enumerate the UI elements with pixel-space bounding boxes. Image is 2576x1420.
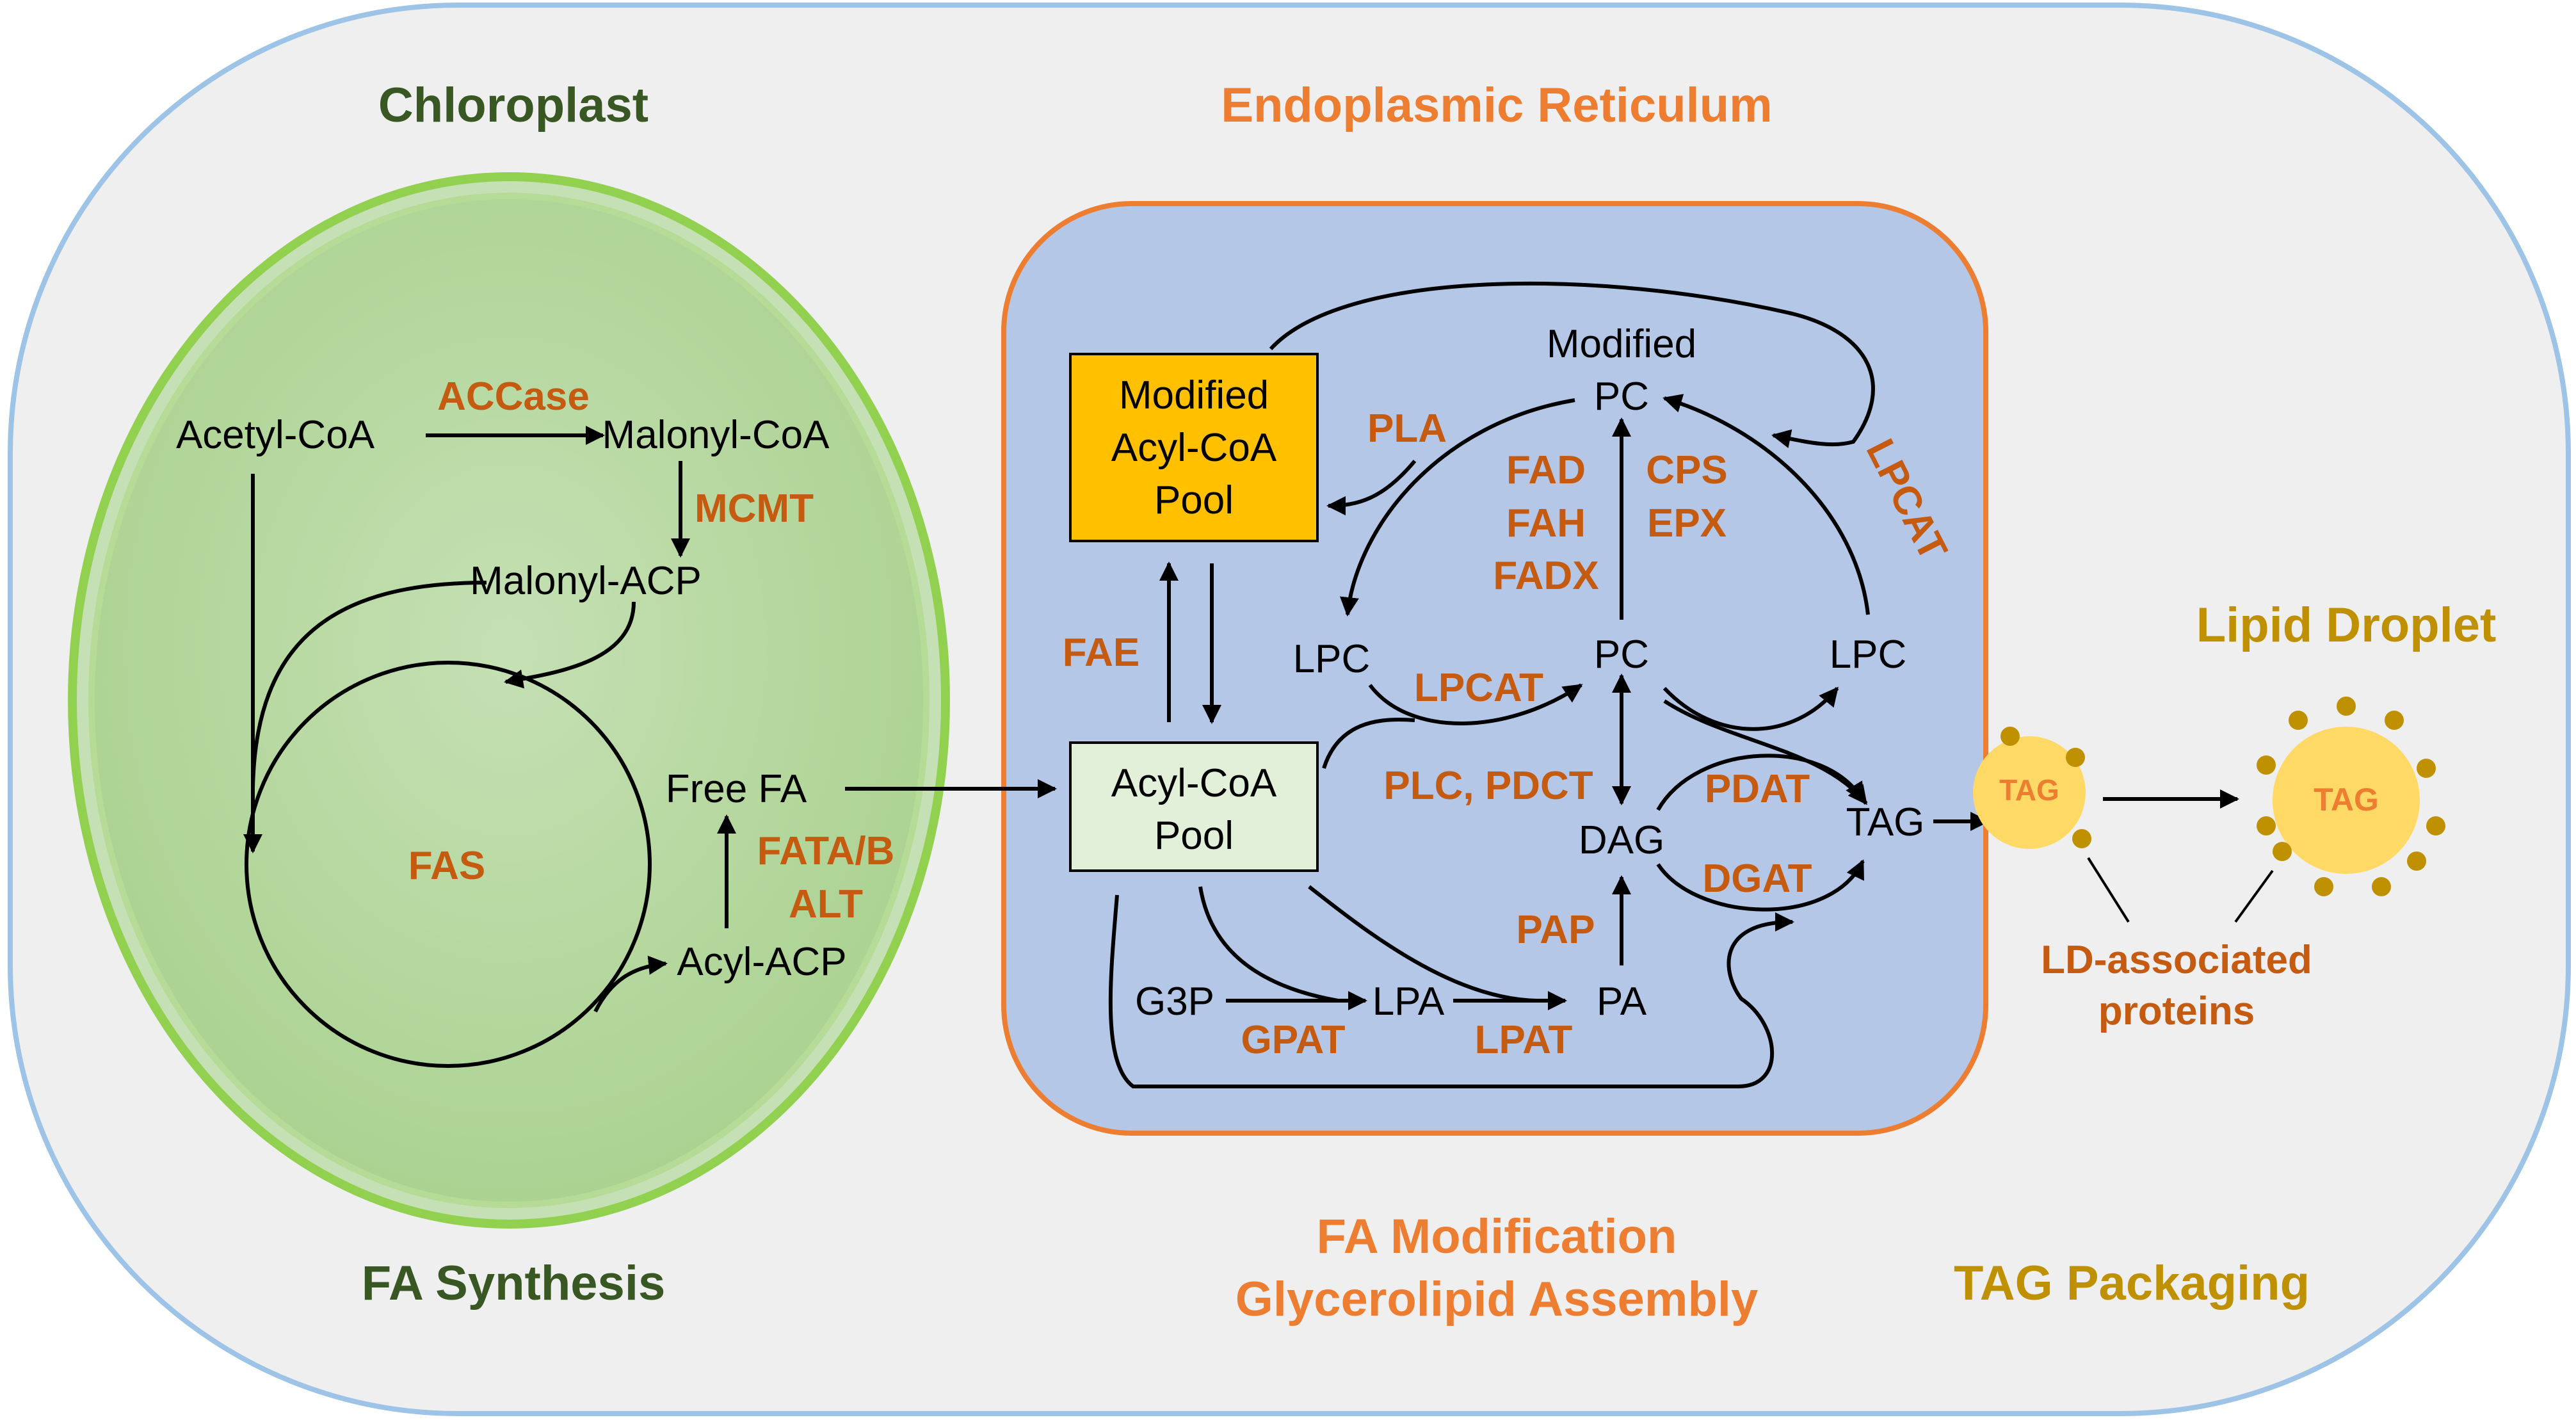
arrow-lpc-left-to-pc — [1368, 683, 1583, 725]
pc-label: PC — [1594, 633, 1649, 677]
pla-label: PLA — [1367, 407, 1447, 451]
lipid-droplet-small — [1973, 727, 2091, 849]
lipid-droplet-large — [2257, 697, 2445, 896]
lipid-droplet-title: Lipid Droplet — [2196, 598, 2497, 652]
ld-protein-dot — [2337, 697, 2356, 716]
pointer-small-droplet — [2087, 857, 2130, 923]
fata-b-label: FATA/B — [757, 829, 895, 873]
arrow-modpc-to-lpc-left — [1339, 398, 1575, 617]
tag-small-label: TAG — [1999, 773, 2059, 807]
pdat-label: PDAT — [1705, 767, 1810, 811]
ld-proteins-line2: proteins — [2098, 989, 2255, 1033]
modified-acyl-coa-pool-box — [1069, 353, 1319, 542]
arrow-acylpool-to-gpat — [1198, 886, 1339, 1003]
fadx-label: FADX — [1493, 554, 1598, 598]
chloroplast-title: Chloroplast — [378, 78, 648, 133]
modified-pool-line3: Pool — [1154, 478, 1234, 522]
gpat-label: GPAT — [1241, 1018, 1345, 1062]
ld-protein-dot — [2372, 877, 2391, 896]
lpc-right-label: LPC — [1830, 633, 1907, 677]
modified-pc-line2: PC — [1594, 375, 1649, 419]
ld-protein-dot — [2314, 877, 2333, 896]
droplet-large-core — [2273, 727, 2420, 874]
dag-label: DAG — [1579, 818, 1664, 862]
ld-proteins-line1: LD-associated — [2041, 938, 2312, 982]
malonyl-acp-label: Malonyl-ACP — [470, 559, 702, 603]
arrow-pc-to-lpc-right — [1662, 686, 1839, 731]
modified-pool-line1: Modified — [1119, 373, 1269, 417]
cps-label: CPS — [1646, 448, 1727, 492]
fa-modification-title: FA Modification — [1317, 1209, 1677, 1264]
arrow-acylpool-to-lpat — [1308, 885, 1537, 1003]
pa-label: PA — [1597, 980, 1647, 1024]
acetyl-coa-label: Acetyl-CoA — [176, 413, 375, 457]
arrow-pla-to-modpool — [1326, 460, 1417, 515]
g3p-label: G3P — [1135, 980, 1214, 1024]
er-title: Endoplasmic Reticulum — [1221, 78, 1773, 133]
ld-protein-dot — [2385, 711, 2404, 730]
accase-label: ACCase — [437, 375, 590, 419]
glycerolipid-assembly-title: Glycerolipid Assembly — [1236, 1272, 1759, 1327]
epx-label: EPX — [1647, 501, 1727, 545]
malonyl-coa-label: Malonyl-CoA — [602, 413, 830, 457]
chloroplast-arrows — [243, 426, 1057, 1068]
arrow-lpc-right-to-modpc — [1662, 394, 1870, 615]
free-fa-label: Free FA — [666, 767, 807, 811]
tag-label: TAG — [1846, 800, 1925, 844]
arrow-loop-modpool-lpcat — [1269, 281, 1875, 449]
ld-protein-dot — [2289, 711, 2308, 730]
arrow-malonylacp-curve — [251, 581, 487, 788]
fad-label: FAD — [1506, 448, 1586, 492]
lpat-label: LPAT — [1475, 1018, 1573, 1062]
ld-protein-dot — [2000, 727, 2020, 746]
pap-label: PAP — [1517, 908, 1595, 952]
tag-packaging-title: TAG Packaging — [1954, 1256, 2310, 1311]
er-arrows — [1108, 281, 1990, 1088]
acyl-acp-label: Acyl-ACP — [677, 940, 846, 984]
lpa-label: LPA — [1373, 980, 1445, 1024]
fas-cycle — [245, 661, 652, 1068]
lpc-left-label: LPC — [1293, 637, 1371, 681]
arrow-fas-to-acylacp — [593, 955, 668, 1013]
lpcat-mid-label: LPCAT — [1414, 666, 1543, 710]
droplet-small-core — [1973, 736, 2086, 849]
tag-large-label: TAG — [2314, 782, 2379, 818]
arrow-acylpool-to-lpcat — [1322, 717, 1415, 769]
acyl-coa-pool-box — [1069, 741, 1319, 872]
modified-pc-line1: Modified — [1547, 322, 1696, 366]
fas-label: FAS — [408, 844, 486, 888]
acyl-pool-line1: Acyl-CoA — [1111, 761, 1277, 805]
ld-protein-dot — [2257, 816, 2276, 835]
ld-protein-dot — [2066, 748, 2085, 767]
plc-pdct-label: PLC, PDCT — [1383, 764, 1593, 808]
arrow-dag-to-tag-lower — [1656, 859, 1865, 912]
fah-label: FAH — [1506, 501, 1586, 545]
ld-protein-dot — [2273, 842, 2292, 861]
mcmt-label: MCMT — [695, 487, 814, 531]
ld-protein-dot — [2257, 755, 2276, 775]
modified-pool-line2: Acyl-CoA — [1111, 426, 1277, 470]
arrow-dag-to-tag-upper — [1656, 754, 1865, 811]
ld-protein-dot — [2426, 816, 2445, 835]
alt-label: ALT — [789, 882, 863, 926]
pointer-large-droplet — [2234, 869, 2274, 923]
arrow-acylpool-to-dgat — [1108, 894, 1794, 1088]
chloroplast-inner-membrane — [88, 193, 930, 1208]
ld-protein-dot — [2407, 851, 2426, 871]
arrow-malonylacp-into-fas — [504, 601, 636, 689]
fae-label: FAE — [1063, 631, 1140, 675]
ld-protein-dot — [2417, 759, 2436, 778]
ld-protein-dot — [2072, 829, 2091, 848]
fa-synthesis-title: FA Synthesis — [362, 1256, 665, 1311]
acyl-pool-line2: Pool — [1154, 814, 1234, 858]
dgat-label: DGAT — [1702, 857, 1812, 901]
